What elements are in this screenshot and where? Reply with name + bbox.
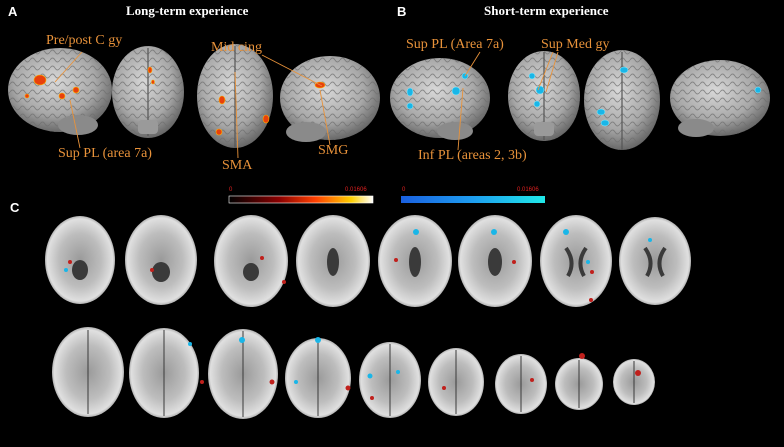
brain-b-dorsal-2 xyxy=(584,50,660,150)
panel-a-title: Long-term experience xyxy=(126,3,249,18)
slice-row-2 xyxy=(52,327,655,419)
slice-3 xyxy=(214,215,288,307)
panel-b-title: Short-term experience xyxy=(484,3,609,18)
blob-a2 xyxy=(24,93,30,99)
brain-b-lateral-left xyxy=(390,58,490,140)
colorbar-long-max: 0.01606 xyxy=(345,187,367,193)
blob-b2 xyxy=(451,86,461,96)
brain-a-dorsal xyxy=(112,46,184,138)
leader-lines-b xyxy=(457,51,559,151)
slice-activations-cyan xyxy=(64,229,652,384)
blob-b8 xyxy=(619,66,629,74)
label-sup-pl-area-7a-b: Sup PL (Area 7a) xyxy=(406,37,504,52)
blob-b4 xyxy=(406,102,414,110)
brain-a-lateral-right xyxy=(280,56,380,142)
panel-c-letter: C xyxy=(10,200,20,215)
label-mid-cing: Mid cing xyxy=(211,40,262,55)
axial-slices xyxy=(45,215,691,419)
slice-2 xyxy=(125,215,197,305)
colorbar-long-term xyxy=(228,195,374,204)
blob-b11 xyxy=(754,86,762,94)
blob-a7 xyxy=(218,95,226,105)
blob-b9 xyxy=(596,108,606,116)
colorbar-short-min: 0 xyxy=(402,187,406,193)
label-pre-post-c-gy: Pre/post C gy xyxy=(46,33,123,48)
blob-a9 xyxy=(215,128,223,136)
blob-a8 xyxy=(262,114,270,124)
slice-7 xyxy=(540,215,612,307)
brain-a-dorsal-2 xyxy=(197,44,273,148)
brain-b-dorsal xyxy=(508,51,580,141)
slice-8 xyxy=(619,217,691,305)
colorbar-short-term xyxy=(401,196,545,203)
blob-b5 xyxy=(528,72,536,80)
blob-b3 xyxy=(406,87,414,97)
blob-a5 xyxy=(147,66,153,74)
panel-a-letter: A xyxy=(8,4,18,19)
panel-b-letter: B xyxy=(397,4,407,19)
blob-b6 xyxy=(535,85,545,95)
blob-b10 xyxy=(600,119,610,127)
brain-a-lateral-left xyxy=(8,48,112,135)
brain-b-lateral-right xyxy=(670,60,770,137)
label-sup-med-gy: Sup Med gy xyxy=(541,37,610,52)
slice-activations-red xyxy=(68,256,641,400)
blob-a3 xyxy=(58,92,66,100)
short-term-activations xyxy=(406,66,762,127)
label-smg: SMG xyxy=(318,143,349,158)
label-sup-pl-area-7a: Sup PL (area 7a) xyxy=(58,146,152,161)
blob-a6 xyxy=(151,79,155,85)
colorbar-long-min: 0 xyxy=(229,187,233,193)
colorbar-short-max: 0.01606 xyxy=(517,187,539,193)
leader-lines-a xyxy=(54,51,331,159)
blob-a1 xyxy=(33,74,47,86)
label-sma: SMA xyxy=(222,158,253,173)
label-inf-pl-areas: Inf PL (areas 2, 3b) xyxy=(418,148,527,163)
slice-row-1 xyxy=(45,215,691,307)
blob-b7 xyxy=(533,100,541,108)
blob-a4 xyxy=(72,86,80,94)
